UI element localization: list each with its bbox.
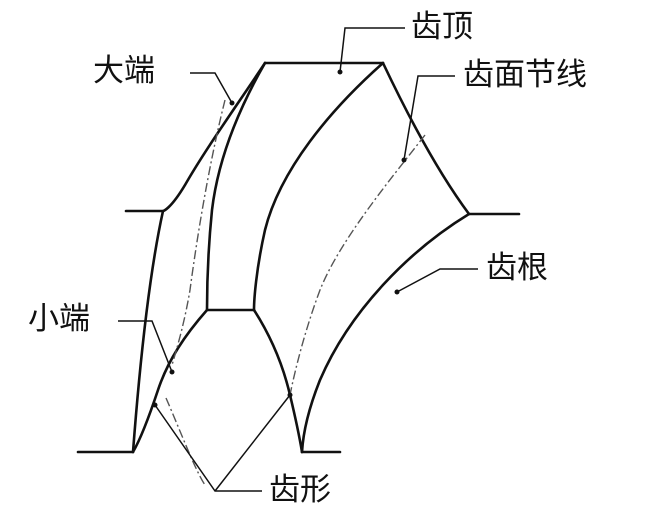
label-small-end: 小端 bbox=[28, 301, 90, 337]
pitch-lines bbox=[165, 99, 426, 486]
leader-tooth-profile-left-tip bbox=[152, 402, 158, 408]
leader-small-end-tip bbox=[169, 369, 175, 375]
inner-face-edge-right bbox=[252, 61, 385, 312]
label-pitch-line: 齿面节线 bbox=[463, 57, 587, 93]
leader-tooth-root-tip bbox=[394, 289, 400, 295]
label-big-end: 大端 bbox=[93, 53, 155, 89]
leader-pitch-line bbox=[403, 75, 455, 161]
label-tooth-root: 齿根 bbox=[486, 250, 548, 286]
leader-lines bbox=[118, 27, 478, 492]
leader-tooth-profile-right-tip bbox=[287, 392, 293, 398]
leader-tooth-root bbox=[396, 268, 478, 293]
tooth-root-curve bbox=[300, 212, 471, 454]
pitch-line-right bbox=[289, 134, 426, 396]
label-tooth-top: 齿顶 bbox=[411, 9, 473, 45]
leader-tooth-top bbox=[339, 27, 405, 73]
outer-left-flank bbox=[131, 61, 267, 454]
pitch-line-small-end bbox=[165, 397, 206, 486]
tooth-outline bbox=[76, 61, 521, 454]
leader-big-end-tip bbox=[229, 100, 235, 106]
inner-face-edge-left bbox=[205, 61, 267, 312]
leader-tooth-profile-right bbox=[214, 394, 291, 492]
leader-pitch-line-tip bbox=[401, 157, 407, 163]
label-tooth-profile: 齿形 bbox=[269, 472, 331, 508]
big-end-right-flank bbox=[381, 61, 471, 216]
leader-tooth-profile-left bbox=[154, 404, 262, 492]
pitch-line-left bbox=[171, 99, 226, 366]
leader-small-end bbox=[118, 320, 173, 373]
leader-big-end bbox=[190, 72, 233, 104]
small-end-profile-left bbox=[131, 308, 209, 454]
leader-tooth-top-tip bbox=[337, 69, 343, 75]
